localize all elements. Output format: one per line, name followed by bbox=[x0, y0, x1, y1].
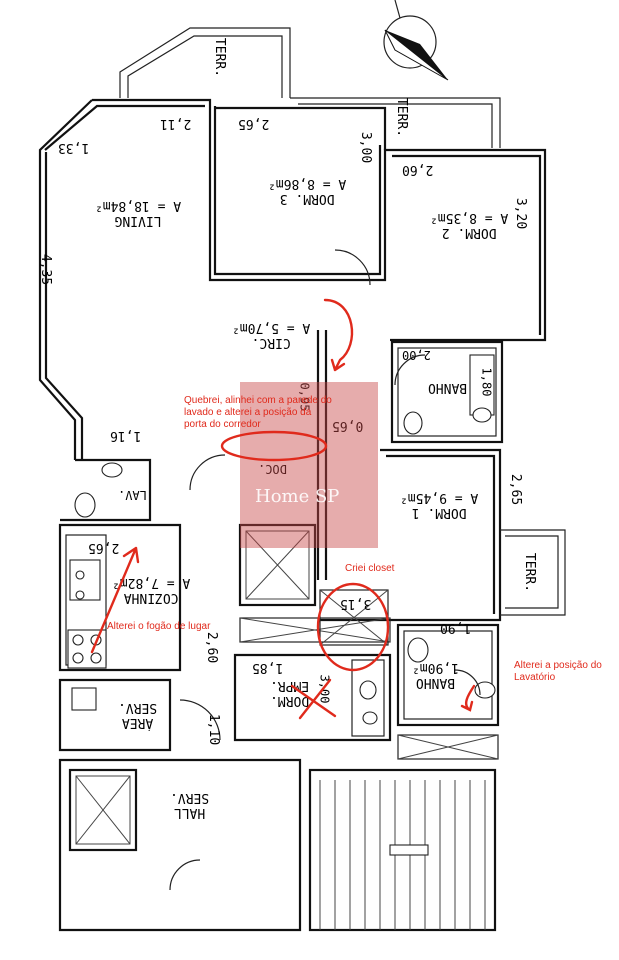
room-area: A = 7,82m² bbox=[112, 575, 191, 590]
dimension-label: 2,60 bbox=[402, 162, 434, 177]
room-name: LAV. bbox=[118, 488, 147, 502]
dimension-label: 2,65 bbox=[238, 116, 270, 131]
room-label-dorm-empr: DORM. EMPR. bbox=[270, 678, 309, 708]
dimension-label: 2,60 bbox=[204, 631, 220, 664]
room-name: DORM. 1 bbox=[411, 505, 467, 520]
north-compass-icon bbox=[383, 0, 449, 81]
room-area: A = 18,84m² bbox=[95, 198, 182, 213]
room-label-dorm2: DORM. 2 A = 8,35m² bbox=[430, 210, 508, 240]
room-label-dorm1: DORM. 1 A = 9,45m² bbox=[400, 490, 478, 520]
room-label-hall-serv: HALL SERV. bbox=[170, 790, 209, 820]
dimension-label: 3,20 bbox=[513, 197, 529, 230]
dimension-label: 1,16 bbox=[110, 428, 142, 443]
room-name: DORM. 3 bbox=[279, 191, 335, 206]
dimension-label: 3,15 bbox=[340, 596, 372, 611]
note-wall: Quebrei, alinhei com a parede do lavado … bbox=[184, 395, 332, 430]
dimension-label: 2,65 bbox=[88, 540, 120, 555]
dimension-label: 3,00 bbox=[317, 674, 332, 704]
dimension-label: 1,80 bbox=[479, 367, 494, 397]
room-name: COZINHA bbox=[123, 590, 179, 605]
dimension-label: 1,10 bbox=[206, 713, 222, 746]
dimension-label: 1,85 bbox=[252, 660, 284, 675]
note-sink: Alterei a posição do Lavatório bbox=[514, 660, 602, 683]
room-name-2: SERV. bbox=[170, 790, 210, 805]
dimension-label: 3,00 bbox=[358, 131, 374, 164]
terrace-label-top-right: TERR. bbox=[394, 97, 410, 138]
room-name: BANHO bbox=[415, 675, 456, 690]
watermark-text: Home SP bbox=[255, 486, 340, 507]
room-name: DORM. 2 bbox=[441, 225, 497, 240]
note-stove: Alterei o fogão de lugar bbox=[107, 621, 211, 632]
dimension-label: 2,00 bbox=[402, 348, 431, 362]
room-area: 1,90m² bbox=[412, 660, 459, 675]
room-name: BANHO bbox=[428, 380, 468, 395]
room-area: A = 9,45m² bbox=[400, 490, 479, 505]
room-label-area-serv: ÁREA SERV. bbox=[118, 700, 157, 730]
terrace-label-top: TERR. bbox=[212, 37, 228, 78]
room-label-dorm3: DORM. 3 A = 8,86m² bbox=[268, 176, 346, 206]
note-closet: Criei closet bbox=[345, 563, 395, 574]
room-name-2: SERV. bbox=[118, 700, 158, 715]
room-name: CIRC. bbox=[251, 335, 291, 350]
room-label-banho-suite: BANHO 1,90m² bbox=[412, 660, 459, 690]
dimension-label: 2,65 bbox=[508, 473, 524, 506]
room-area: A = 8,35m² bbox=[430, 210, 509, 225]
room-area: A = 5,70m² bbox=[232, 320, 311, 335]
room-name: ÁREA bbox=[121, 715, 154, 730]
room-label-lavabo: LAV. bbox=[118, 488, 147, 502]
dimension-label: 4,35 bbox=[38, 253, 54, 286]
dimension-label: 2,11 bbox=[160, 116, 192, 131]
dimension-label: 1,33 bbox=[58, 140, 90, 155]
room-label-cozinha: COZINHA A = 7,82m² bbox=[112, 575, 190, 605]
dimension-label: 1,90 bbox=[440, 620, 472, 635]
room-name-2: EMPR. bbox=[270, 678, 310, 693]
room-label-living: LIVING A = 18,84m² bbox=[95, 198, 181, 228]
room-name: LIVING bbox=[114, 213, 162, 228]
room-name: DORM. bbox=[270, 693, 310, 708]
watermark-box bbox=[240, 382, 378, 548]
room-label-corredor: CIRC. A = 5,70m² bbox=[232, 320, 310, 350]
terrace-label-right: TERR. bbox=[522, 552, 538, 593]
room-name: HALL bbox=[173, 805, 206, 820]
room-label-banho-social: BANHO bbox=[428, 380, 467, 395]
room-area: A = 8,86m² bbox=[268, 176, 347, 191]
